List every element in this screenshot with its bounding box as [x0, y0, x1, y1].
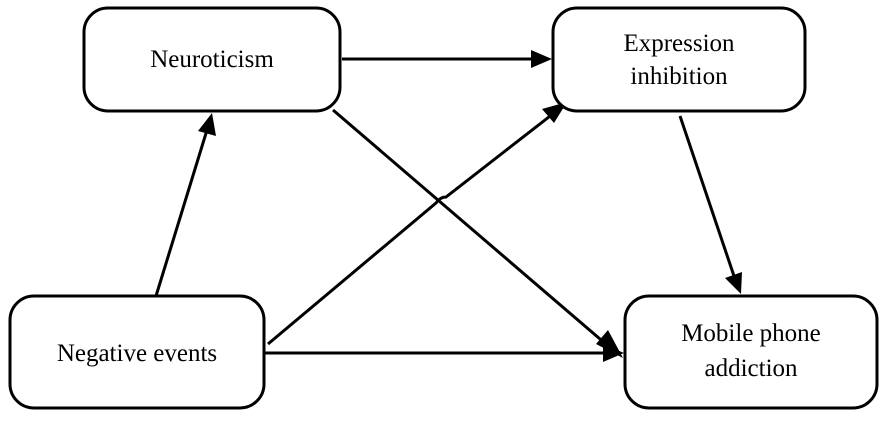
node-label-negative-events: Negative events	[57, 340, 217, 367]
arrowhead-negative-events-to-mobile-phone-addiction	[603, 344, 624, 362]
edge-neuroticism-to-mobile-phone-addiction	[332, 108, 608, 347]
arrowhead-neuroticism-to-expression-inhibition	[531, 50, 552, 68]
node-box-neuroticism	[82, 6, 342, 113]
arrowhead-negative-events-to-neuroticism	[198, 113, 216, 136]
node-label-mobile-phone-addiction-line-2: addiction	[704, 355, 798, 382]
arrowhead-negative-events-to-expression-inhibition	[542, 102, 567, 123]
node-neuroticism: Neuroticism	[82, 6, 342, 113]
edge-negative-events-to-expression-inhibition	[267, 111, 555, 346]
node-label-mobile-phone-addiction-line-1: Mobile phone	[681, 320, 821, 347]
node-label-expression-inhibition-line-1: Expression	[623, 30, 735, 57]
node-label-neuroticism: Neuroticism	[150, 46, 274, 73]
node-box-negative-events	[8, 294, 266, 410]
edge-negative-events-to-neuroticism	[154, 129, 209, 297]
node-mobile-phone-addiction: Mobile phone addiction	[623, 294, 879, 410]
node-box-mobile-phone-addiction	[623, 294, 879, 410]
arrowhead-expression-inhibition-to-mobile-phone-addiction	[725, 272, 742, 294]
edge-expression-inhibition-to-mobile-phone-addiction	[678, 115, 736, 277]
node-label-expression-inhibition-line-2: inhibition	[630, 63, 728, 90]
edges	[154, 50, 742, 362]
node-negative-events: Negative events	[8, 294, 266, 410]
node-expression-inhibition: Expression inhibition	[551, 6, 807, 113]
node-box-expression-inhibition	[551, 6, 807, 113]
